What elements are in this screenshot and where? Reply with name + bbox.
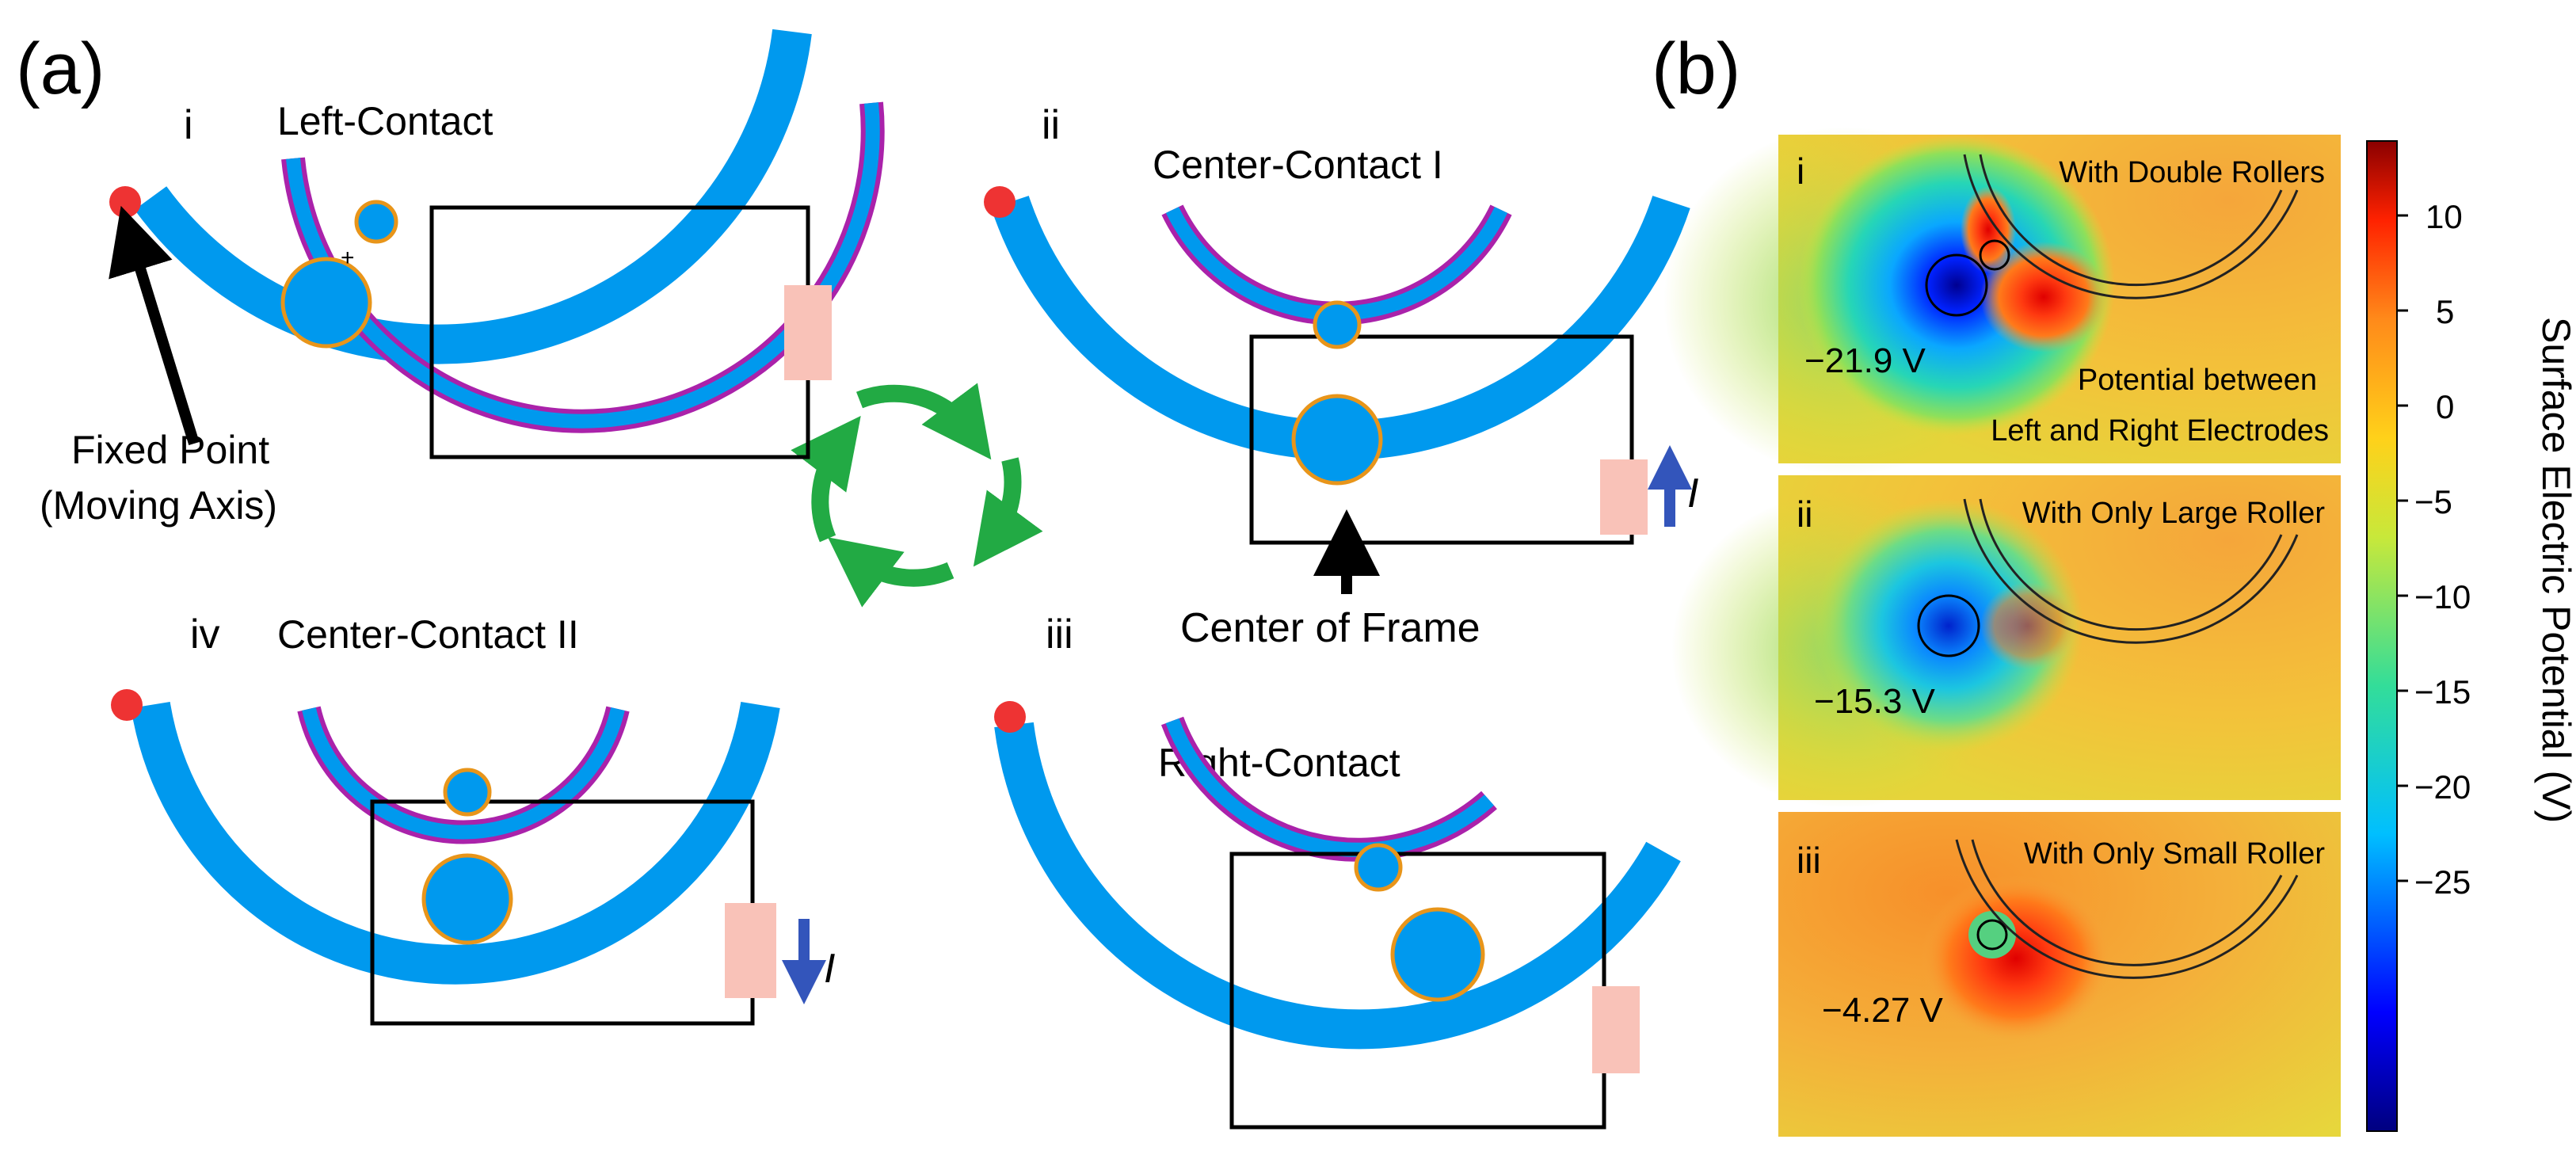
large-roller [1390,907,1485,1002]
title-center-contact-ii: Center-Contact II [277,612,579,657]
title-left-contact: Left-Contact [277,99,493,143]
small-roller [443,768,492,817]
colorbar-tick: −5 [2414,483,2452,520]
large-roller [421,853,513,945]
large-roller [280,257,372,349]
fixed-point-dot [109,186,141,218]
potential-map-ii: ii With Only Large Roller −15.3 V [1671,475,2341,808]
colorbar-tick: −15 [2414,673,2471,711]
inner-track-core [302,707,625,840]
roman-a-iv: iv [190,612,220,657]
roman-b-ii: ii [1797,493,1812,535]
colorbar-tick: 0 [2436,388,2454,425]
colorbar-tick: −10 [2414,578,2471,615]
load-resistor [1592,986,1640,1073]
subpanel-a-iv: iv Center-Contact II I [111,612,835,1026]
center-of-frame-label: Center of Frame [1180,605,1480,651]
fixed-point-arrow [109,205,200,446]
colorbar: 10 5 0 −5 −10 −15 −20 −25 Surface Electr… [2366,140,2576,1132]
map-title: With Double Rollers [2059,156,2325,189]
panel-a-label: (a) [16,29,105,109]
large-roller [1291,394,1383,486]
map-note-line2: Left and Right Electrodes [1991,414,2329,448]
colorbar-label: Surface Electric Potential (V) [2534,317,2576,823]
map-title: With Only Large Roller [2022,497,2326,530]
small-roller [354,200,398,244]
small-roller [1354,843,1403,892]
circuit-wire [1249,334,1634,545]
roman-b-iii: iii [1797,840,1821,881]
colorbar-tick: −25 [2414,863,2471,901]
fixed-point-label: Fixed Point [71,428,269,472]
map-note-line1: Potential between [2078,364,2317,397]
inner-track-core [1165,718,1494,857]
colorbar-tick: −20 [2414,768,2471,806]
current-label: I [824,946,835,992]
panel-b-label: (b) [1652,29,1740,109]
roman-a-ii: ii [1042,102,1060,148]
colorbar-tick: 5 [2436,293,2454,330]
potential-map-iii: iii With Only Small Roller −4.27 V [1778,812,2341,1137]
charge-marks: + [341,245,355,271]
load-resistor [725,903,776,998]
moving-axis-label: (Moving Axis) [40,483,277,528]
map-title: With Only Small Roller [2024,837,2325,871]
small-roller [1313,300,1362,349]
subpanel-a-ii: ii Center-Contact I I Center of Frame [984,102,1698,651]
current-label: I [1687,471,1698,516]
subpanel-a-iii: iii Right-Contact [994,612,1681,1130]
outer-frame [994,722,1681,1050]
inner-track [1161,204,1512,326]
load-resistor [1600,459,1648,535]
roman-a-i: i [184,102,193,148]
title-center-contact-i: Center-Contact I [1153,143,1443,187]
map-value: −21.9 V [1804,341,1926,380]
fixed-point-dot [994,701,1026,733]
load-resistor [784,285,832,380]
fixed-point-dot [111,689,143,721]
roman-a-iii: iii [1046,612,1073,657]
colorbar-ticks [2397,214,2408,882]
outer-frame [131,701,780,985]
fixed-point-dot [984,186,1016,218]
cycle-arrows [791,383,1043,608]
map-value: −15.3 V [1814,682,1936,721]
outer-frame [134,29,812,364]
colorbar-tick: 10 [2425,198,2463,235]
map-value: −4.27 V [1822,991,1944,1030]
subpanel-a-i: i Left-Contact Fixed Point (Moving Axis)… [40,29,885,528]
roman-b-i: i [1797,151,1804,192]
colorbar-gradient [2366,140,2398,1132]
potential-map-i: i With Double Rollers −21.9 V Potential … [1663,127,2341,475]
